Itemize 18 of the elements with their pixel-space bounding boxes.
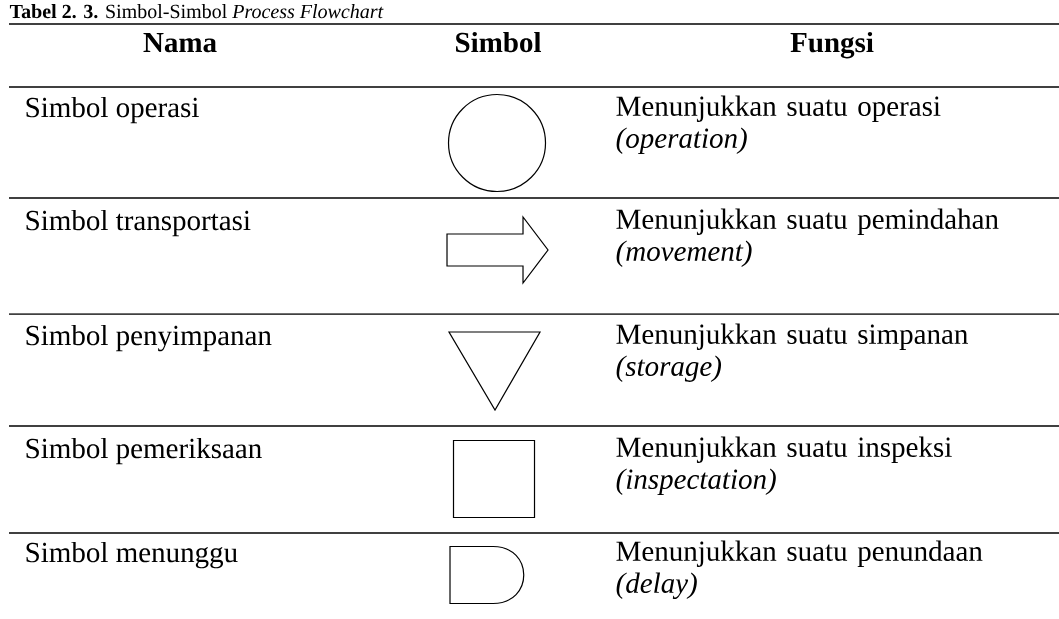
- inspection-square: [452, 439, 536, 519]
- symbol-name: Simbol operasi: [26, 96, 199, 124]
- table-title: Tabel 2. 3. Simbol-Simbol Process Flowchart: [9, 4, 384, 19]
- column-header: Nama: [143, 33, 217, 53]
- symbol-name: Simbol penyimpanan: [26, 324, 272, 352]
- column-header: Fungsi: [790, 31, 874, 59]
- symbol-name: Simbol menunggu: [26, 541, 238, 569]
- function-text: Menunjukkan suatu simpanan (storage): [616, 323, 968, 382]
- operation-circle: [447, 93, 547, 193]
- transport-arrow-symbol: [446, 215, 549, 285]
- function-text: Menunjukkan suatu penundaan (delay): [616, 540, 983, 599]
- symbol-name: Simbol pemeriksaan: [26, 437, 262, 465]
- delay-symbol: [449, 545, 525, 605]
- function-text: Menunjukkan suatu operasi (operation): [616, 95, 941, 154]
- symbol-name: Simbol transportasi: [26, 209, 251, 237]
- function-text: Menunjukkan suatu inspeksi (inspectation): [616, 436, 952, 495]
- function-text: Menunjukkan suatu pemindahan (movement): [616, 208, 999, 267]
- column-header: Simbol: [456, 31, 541, 53]
